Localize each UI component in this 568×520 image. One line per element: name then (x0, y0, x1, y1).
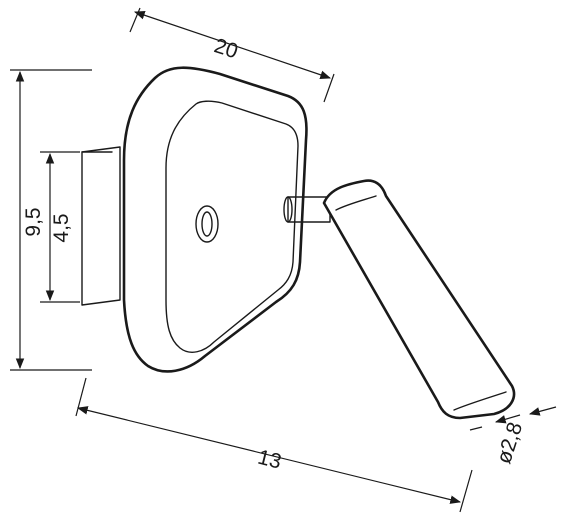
lamp-arm (283, 196, 331, 223)
depth-bottom-label: 13 (255, 446, 283, 474)
height-base-label: 4,5 (50, 213, 73, 242)
mounting-base (81, 146, 121, 306)
lamp-tube (322, 179, 516, 420)
height-total-label: 9,5 (22, 207, 45, 236)
dimension-depth-bottom: 13 (75, 377, 473, 513)
dimension-height-base: 4,5 (40, 151, 80, 303)
back-plate (122, 66, 308, 373)
width-top-label: 20 (211, 34, 240, 63)
dimension-height-total: 9,5 (10, 69, 92, 371)
diameter-label: ø2,8 (492, 419, 527, 466)
